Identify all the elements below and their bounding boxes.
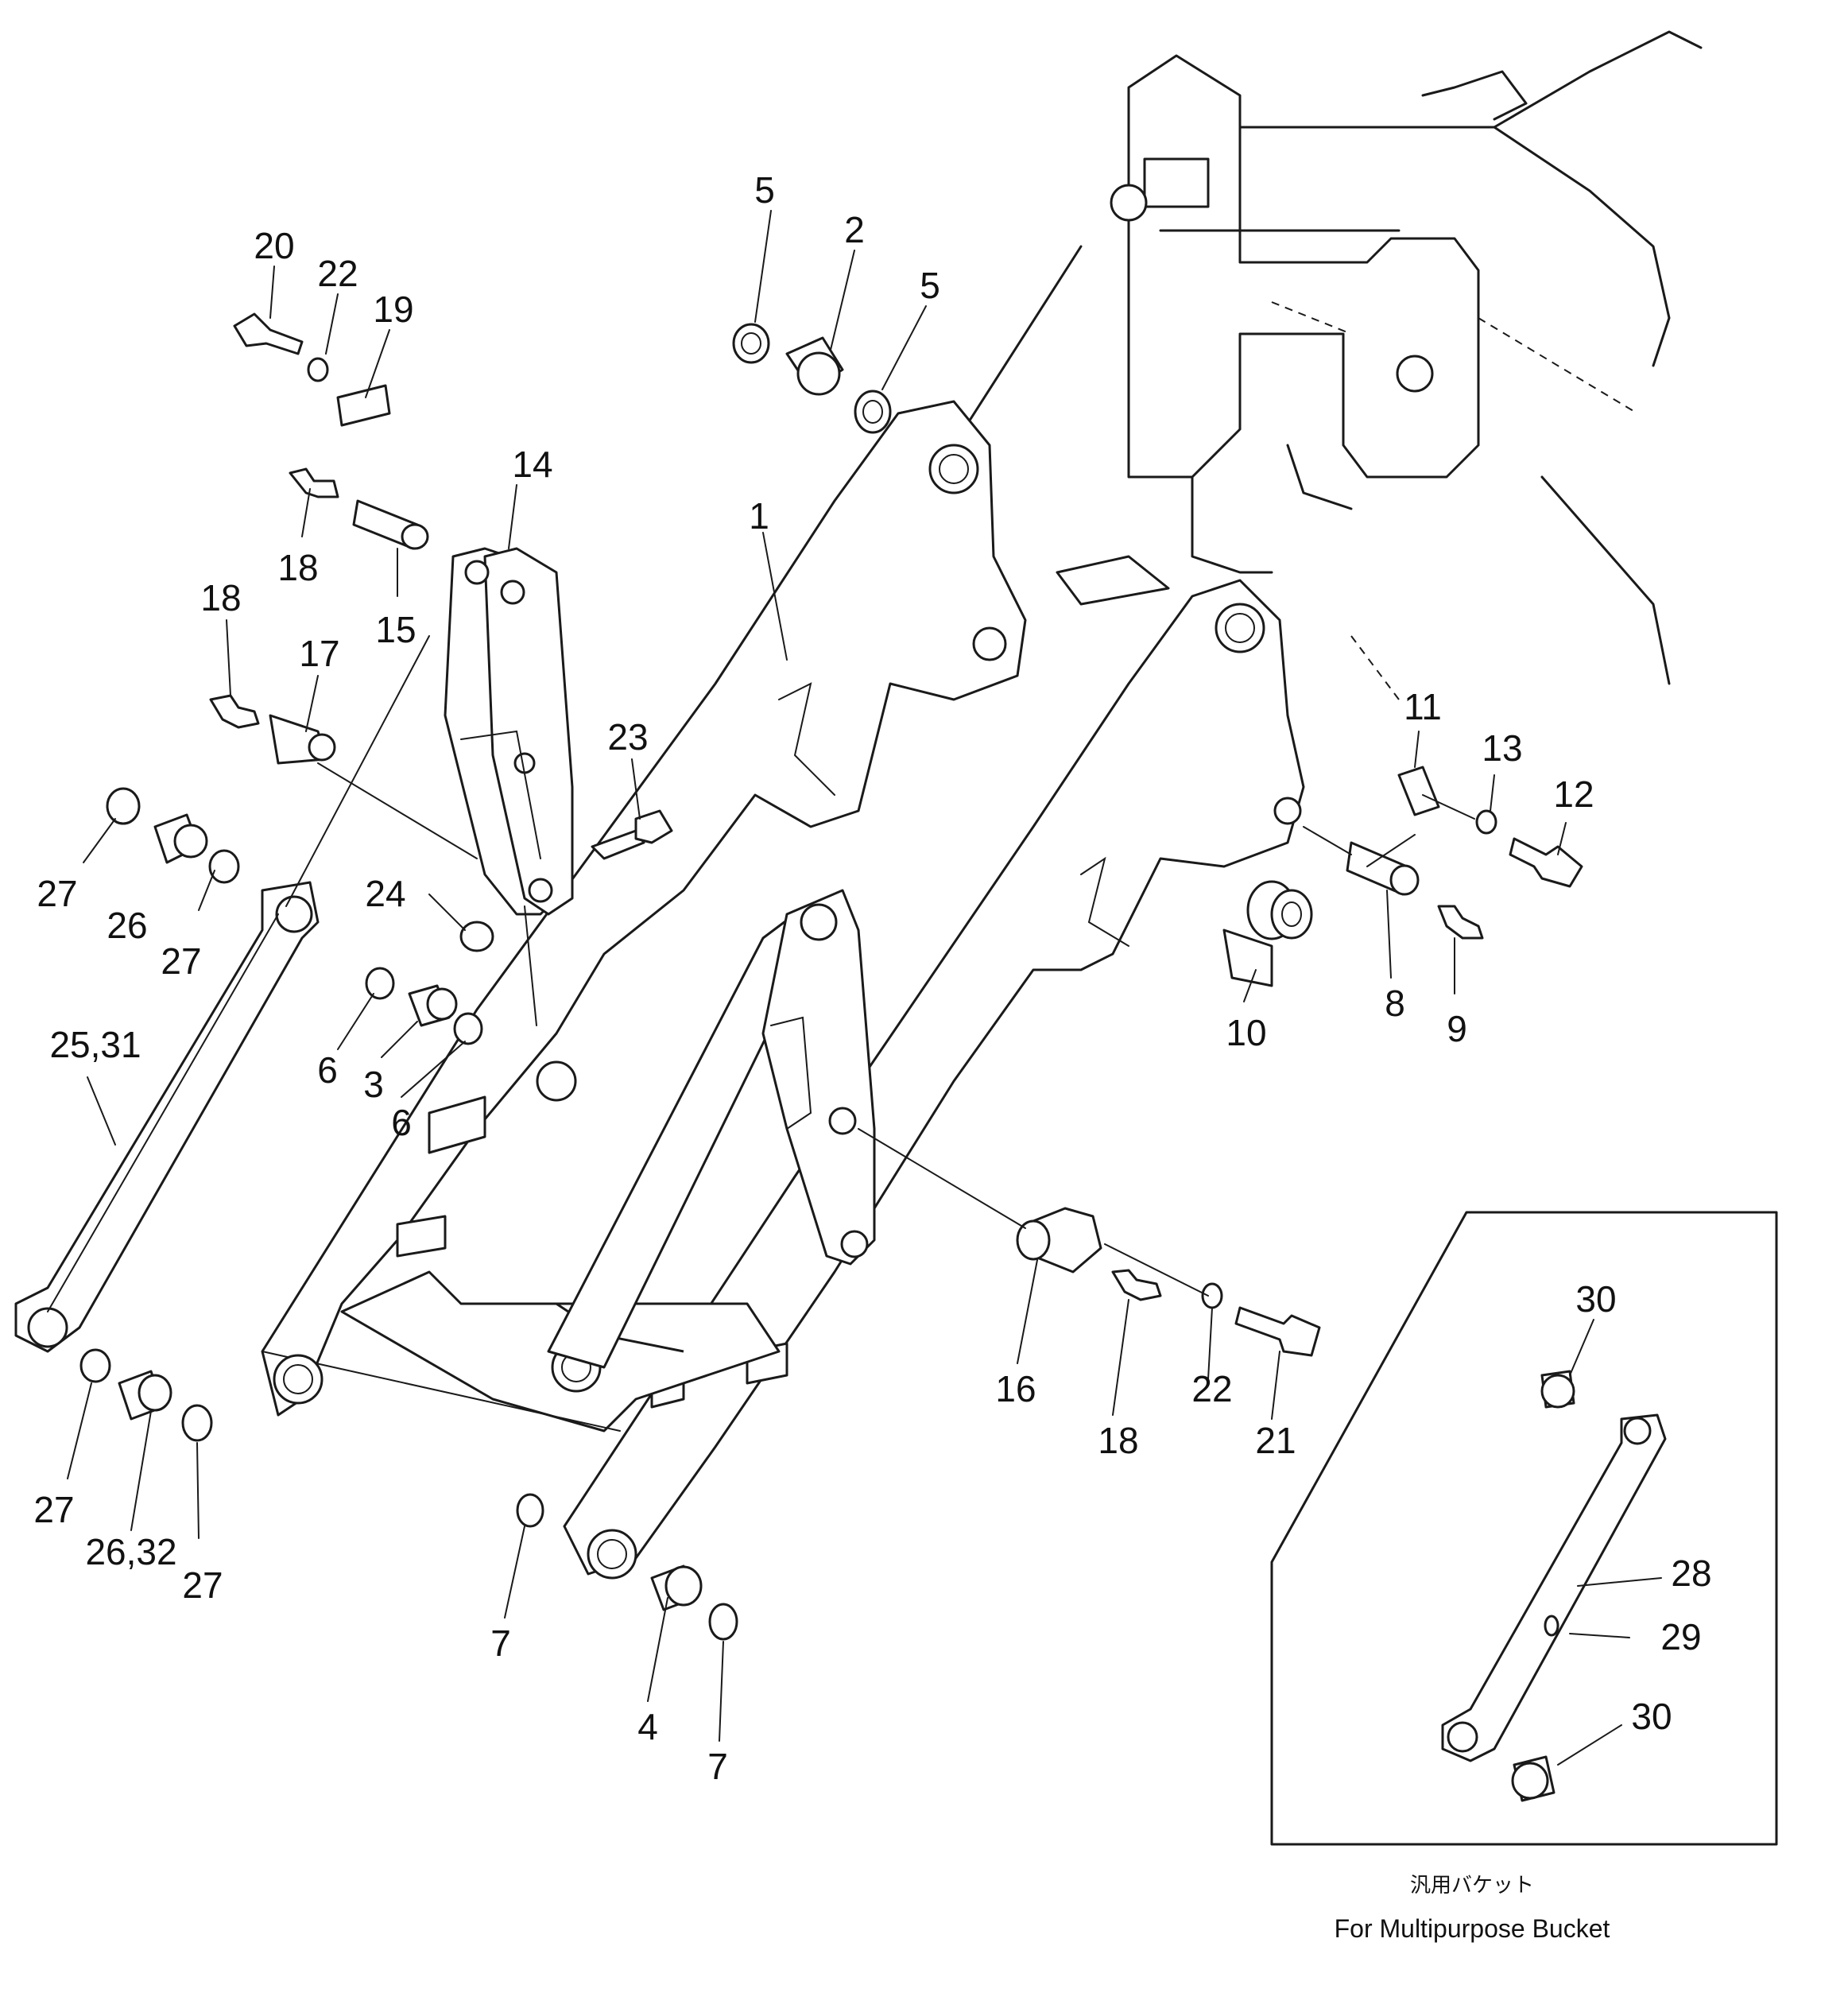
- callout-7: 7: [707, 1746, 728, 1787]
- callout-29: 29: [1660, 1616, 1701, 1657]
- callout-27: 27: [37, 873, 77, 914]
- callout-20: 20: [254, 225, 294, 266]
- boom-arm-right: [563, 579, 1305, 1576]
- callout-18: 18: [277, 547, 318, 588]
- callout-26-32: 26,32: [85, 1531, 176, 1572]
- inset-caption-english: For Multipurpose Bucket: [1335, 1914, 1610, 1943]
- callout-12: 12: [1553, 773, 1594, 815]
- callout-17: 17: [299, 633, 339, 674]
- callout-10: 10: [1226, 1012, 1266, 1053]
- boom-arm-left: [261, 400, 1027, 1417]
- callout-18: 18: [1098, 1420, 1138, 1461]
- callout-26: 26: [107, 905, 147, 946]
- callout-23: 23: [607, 716, 648, 758]
- center-link: [547, 889, 876, 1369]
- machine-frame: [952, 30, 1703, 700]
- callout-27: 27: [182, 1564, 223, 1606]
- callout-6: 6: [317, 1049, 338, 1091]
- callout-8: 8: [1385, 983, 1405, 1024]
- inset-caption-japanese: 汎用バケット: [1410, 1873, 1534, 1897]
- callout-25-31: 25,31: [49, 1024, 141, 1065]
- link-rod-left: [14, 881, 320, 1353]
- callout-3: 3: [363, 1064, 384, 1105]
- callout-9: 9: [1447, 1008, 1467, 1049]
- callout-5: 5: [920, 265, 940, 306]
- callout-14: 14: [512, 444, 552, 485]
- callout-4: 4: [637, 1706, 658, 1747]
- callout-2: 2: [844, 209, 865, 250]
- callout-6: 6: [391, 1102, 412, 1143]
- callout-21: 21: [1255, 1420, 1296, 1461]
- tilt-lever: [444, 547, 574, 916]
- callout-16: 16: [995, 1368, 1036, 1409]
- callout-19: 19: [373, 289, 413, 330]
- callout-15: 15: [375, 609, 416, 650]
- callout-7: 7: [490, 1622, 511, 1664]
- callout-5: 5: [754, 169, 775, 211]
- callout-22: 22: [317, 253, 358, 294]
- callout-30: 30: [1575, 1278, 1616, 1320]
- callout-27: 27: [33, 1489, 74, 1530]
- callout-27: 27: [161, 940, 201, 982]
- callout-11: 11: [1404, 686, 1442, 727]
- callout-28: 28: [1671, 1553, 1711, 1594]
- callout-30: 30: [1631, 1696, 1672, 1737]
- leader-lines: [67, 210, 1567, 1742]
- callout-13: 13: [1482, 727, 1522, 769]
- callout-18: 18: [200, 577, 241, 618]
- callout-24: 24: [365, 873, 405, 914]
- inset-multipurpose-bucket: [1270, 1211, 1778, 1846]
- callout-1: 1: [749, 495, 769, 537]
- callout-22: 22: [1191, 1368, 1232, 1409]
- callout-labels: 5 2 5 20 22 19 14 18 15 1 18 17 23 11 13…: [33, 169, 1711, 1787]
- small-parts: [79, 312, 1583, 1641]
